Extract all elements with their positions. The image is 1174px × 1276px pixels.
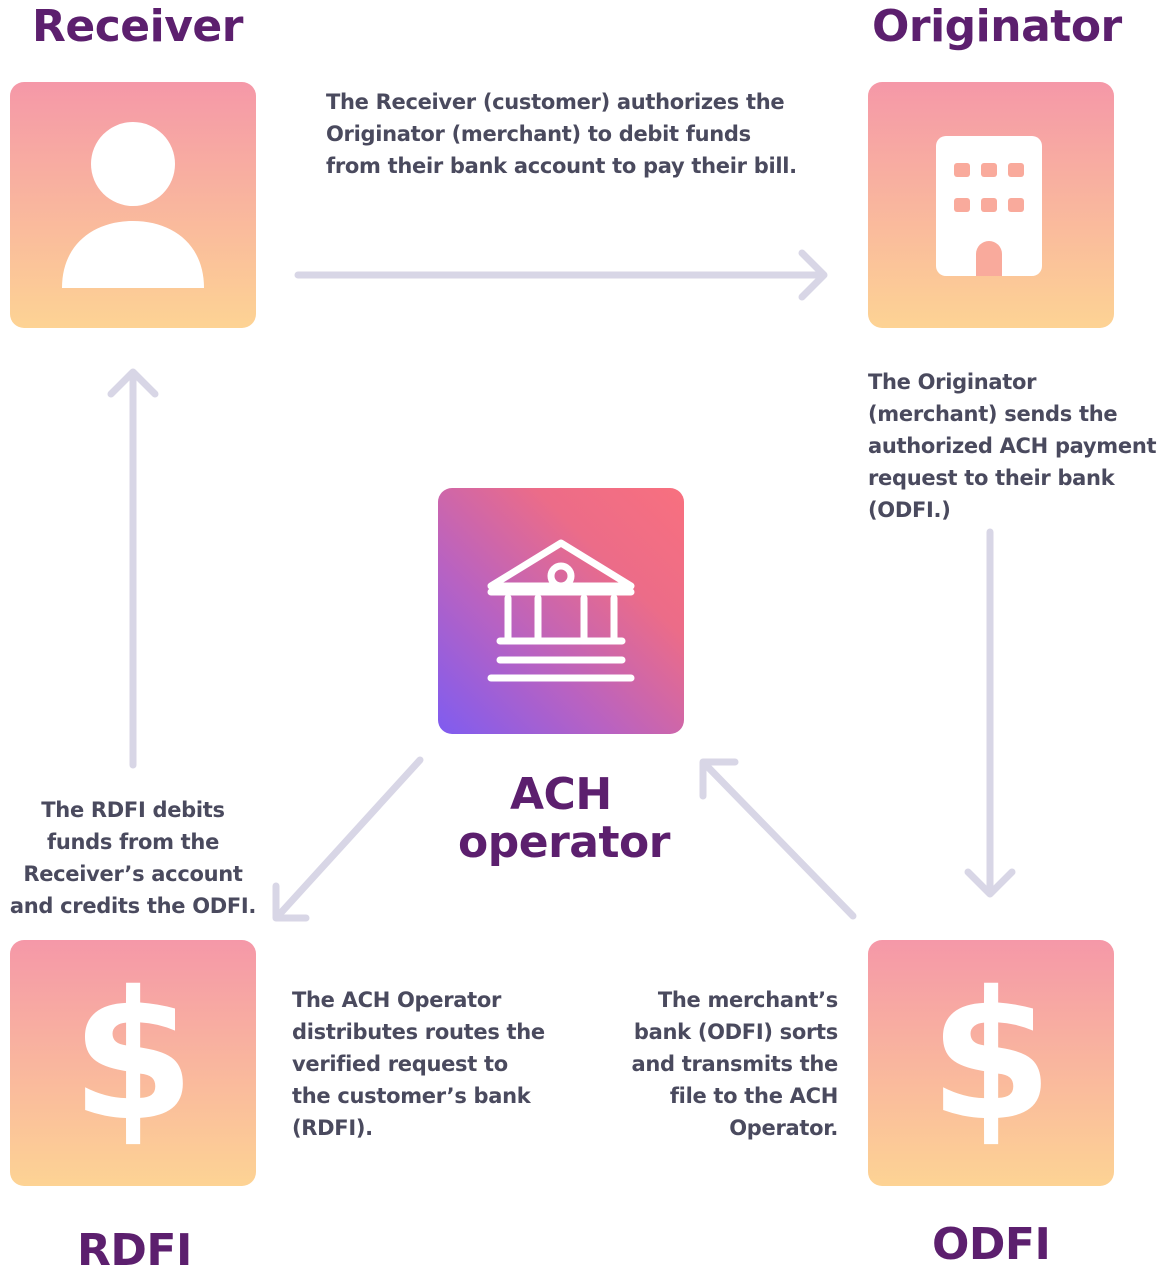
step-operator-distributes: The ACH Operator distributes routes the … <box>292 988 545 1140</box>
arrow-rdfi-to-receiver <box>107 368 159 769</box>
svg-text:$: $ <box>929 953 1053 1160</box>
dollar-icon: $ <box>929 953 1053 1160</box>
arrow-odfi-to-operator <box>699 758 857 920</box>
arrow-operator-to-rdfi <box>272 756 424 922</box>
bank-icon <box>487 539 635 682</box>
step-rdfi-debits: The RDFI debits funds from the Receiver’… <box>9 798 257 918</box>
step-receiver-authorizes: The Receiver (customer) authorizes the O… <box>326 90 797 178</box>
arrow-receiver-to-originator <box>294 249 828 301</box>
arrow-originator-to-odfi <box>964 528 1016 898</box>
receiver-title: Receiver <box>32 1 243 52</box>
rdfi-node: $ <box>10 940 256 1186</box>
building-icon <box>936 136 1042 276</box>
step-originator-sends: The Originator (merchant) sends the auth… <box>868 370 1157 522</box>
rdfi-title: RDFI <box>77 1225 192 1276</box>
person-icon <box>62 122 204 288</box>
odfi-node: $ <box>868 940 1114 1186</box>
ach-operator-node <box>438 488 684 734</box>
originator-node <box>868 82 1114 328</box>
receiver-node <box>10 82 256 328</box>
dollar-icon: $ <box>71 953 195 1160</box>
odfi-title: ODFI <box>932 1219 1051 1270</box>
step-odfi-transmits: The merchant’s bank (ODFI) sorts and tra… <box>631 988 838 1140</box>
svg-text:$: $ <box>71 953 195 1160</box>
ach-operator-title-line1: ACH <box>510 769 612 820</box>
ach-operator-title-line2: operator <box>458 817 670 868</box>
originator-title: Originator <box>872 1 1122 52</box>
